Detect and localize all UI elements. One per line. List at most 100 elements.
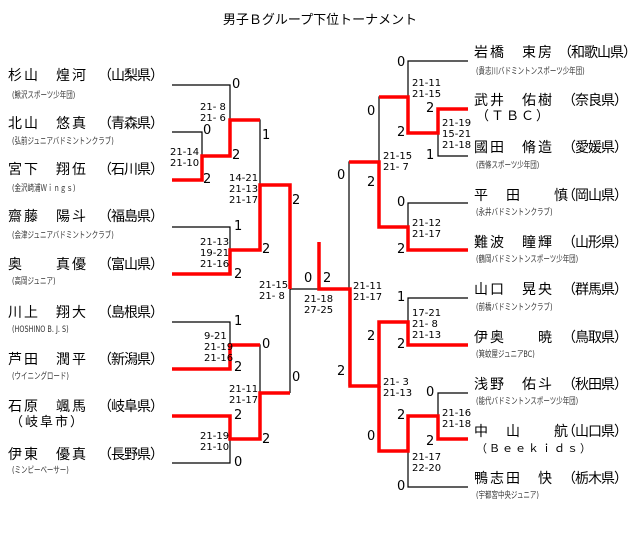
player-club: (前橋バドミントンクラブ) — [476, 303, 553, 313]
game-count: 1 — [426, 148, 435, 163]
player-prefecture: （山口県） — [562, 424, 628, 440]
player-prefecture: （山形県） — [562, 235, 628, 251]
player-prefecture: （栃木県） — [562, 471, 628, 487]
player-club: (ミンピーベーサー) — [12, 466, 69, 476]
game-count: 0 — [397, 479, 406, 494]
game-count: 1 — [262, 128, 271, 143]
game-count: 2 — [262, 242, 271, 257]
game-count: 0 — [262, 337, 271, 352]
player-prefecture: （富山県） — [98, 257, 164, 273]
game-count: 0 — [367, 104, 376, 119]
game-count: 0 — [337, 168, 346, 183]
player-club: （岐阜市） — [10, 415, 86, 430]
game-count: 2 — [262, 432, 271, 447]
player-prefecture: （新潟県） — [98, 352, 164, 368]
player-prefecture: （和歌山県） — [558, 45, 637, 61]
game-count: 1 — [234, 219, 243, 234]
game-count: 0 — [292, 370, 301, 385]
game-count: 0 — [232, 77, 241, 92]
game-count: 0 — [367, 429, 376, 444]
player-name: 川上 翔大 — [8, 305, 88, 321]
player-club: (西條スポーツ少年団) — [476, 161, 540, 171]
player-prefecture: （愛媛県） — [562, 140, 628, 156]
player-name: 浅野 佑斗 — [474, 377, 554, 393]
game-count: 1 — [397, 290, 406, 305]
game-count: 2 — [203, 172, 212, 187]
game-count: 2 — [397, 125, 406, 140]
player-prefecture: （岐阜県） — [98, 399, 164, 415]
match-score: 9-21 21-19 21-16 — [204, 331, 234, 364]
player-club: (貴志川バドミントンスポーツ少年団) — [476, 67, 585, 77]
player-club: (金沢崎浦Ｗｉｎｇｓ) — [12, 184, 76, 194]
game-count: 1 — [234, 314, 243, 329]
game-count: 2 — [323, 271, 332, 286]
player-prefecture: （岡山県） — [562, 188, 628, 204]
player-prefecture: （山梨県） — [98, 68, 164, 84]
match-score: 14-21 21-13 21-17 — [229, 173, 259, 206]
game-count: 0 — [234, 455, 243, 470]
player-name: 武井 佑樹 — [474, 93, 554, 109]
player-club: （Ｂｅｅｋｉｄｓ） — [476, 442, 593, 455]
player-club: (宇都宮中央ジュニア) — [476, 491, 539, 501]
player-name: 齋藤 陽斗 — [8, 209, 88, 225]
game-count: 2 — [397, 242, 406, 257]
game-count: 2 — [397, 337, 406, 352]
player-name: 難波 瞳輝 — [474, 235, 554, 251]
player-club: (箕蚊屋ジュニアBC) — [476, 350, 535, 360]
player-name: 石原 颯馬 — [8, 399, 88, 415]
match-score: 21-13 19-21 21-16 — [200, 237, 230, 270]
match-score: 21-12 21-17 — [412, 218, 442, 240]
game-count: 0 — [397, 195, 406, 210]
player-name: 岩橋 束房 — [474, 45, 554, 61]
match-score: 21- 3 21-13 — [383, 377, 413, 399]
match-score: 21-11 21-17 — [353, 281, 383, 303]
player-club: (HOSHINO B. J. S) — [12, 325, 69, 335]
player-club: (永井バドミントンクラブ) — [476, 208, 553, 218]
player-name: 平 田 慎 — [474, 188, 570, 204]
player-name: 國田 脩造 — [474, 140, 554, 156]
game-count: 0 — [426, 385, 435, 400]
match-score: 21-17 22-20 — [412, 452, 442, 474]
game-count: 2 — [367, 329, 376, 344]
match-score: 21-11 21-17 — [229, 384, 259, 406]
match-score: 17-21 21- 8 21-13 — [412, 308, 442, 341]
player-prefecture: （鳥取県） — [562, 330, 628, 346]
player-club: （ＴＢＣ） — [476, 109, 552, 124]
match-score: 21-16 21-18 — [442, 408, 472, 430]
player-club: (ウイニングロード) — [12, 372, 69, 382]
game-count: 0 — [203, 123, 212, 138]
player-name: 芦田 潤平 — [8, 352, 88, 368]
player-club: (能代バドミントンスポーツ少年団) — [476, 397, 579, 407]
player-club: (高岡ジュニア) — [12, 277, 56, 287]
game-count: 2 — [426, 101, 435, 116]
player-prefecture: （秋田県） — [562, 377, 628, 393]
game-count: 2 — [367, 175, 376, 190]
match-score: 21- 8 21- 6 — [200, 102, 226, 124]
match-score: 21-15 21- 8 — [259, 280, 289, 302]
player-prefecture: （青森県） — [98, 116, 164, 132]
player-name: 宮下 翔伍 — [8, 162, 88, 178]
player-prefecture: （石川県） — [98, 162, 164, 178]
player-name: 伊東 優真 — [8, 447, 88, 463]
player-name: 鴨志田 快 — [474, 471, 554, 487]
player-club: (弘前ジュニアバドミントンクラブ) — [12, 137, 114, 147]
match-score: 21-14 21-10 — [170, 147, 200, 169]
player-prefecture: （奈良県） — [562, 93, 628, 109]
game-count: 0 — [304, 271, 313, 286]
final-score: 21-18 27-25 — [304, 294, 334, 316]
player-club: (会津ジュニアバドミントンクラブ) — [12, 231, 114, 241]
player-prefecture: （福島県） — [98, 209, 164, 225]
player-name: 伊奥 暁 — [474, 330, 554, 346]
game-count: 2 — [232, 148, 241, 163]
match-score: 21-11 21-15 — [412, 78, 442, 100]
game-count: 2 — [292, 193, 301, 208]
game-count: 2 — [426, 434, 435, 449]
player-prefecture: （島根県） — [98, 305, 164, 321]
player-name: 北山 悠真 — [8, 116, 88, 132]
player-name: 杉山 煌河 — [8, 68, 88, 84]
game-count: 2 — [337, 364, 346, 379]
game-count: 2 — [234, 360, 243, 375]
game-count: 0 — [397, 55, 406, 70]
player-club: (鶴岡バドミントンスポーツ少年団) — [476, 255, 579, 265]
